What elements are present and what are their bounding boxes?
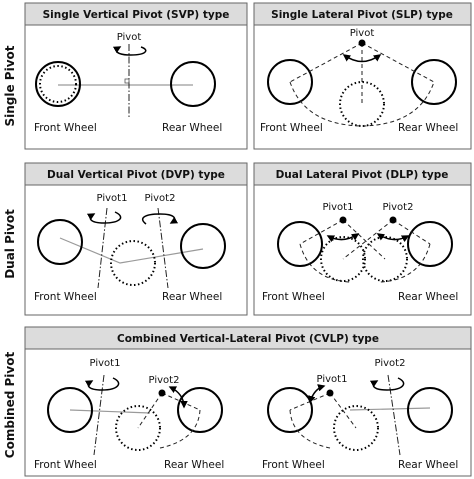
pivot1-label: Pivot1 (90, 358, 121, 369)
front-wheel (277, 221, 323, 267)
row-label-single: Single Pivot (3, 45, 17, 126)
front-wheel-dotted (39, 65, 77, 103)
front-wheel (267, 59, 313, 105)
rear-wheel-label: Rear Wheel (398, 291, 458, 303)
panel-title-dvp: Dual Vertical Pivot (DVP) type (47, 169, 225, 181)
front-wheel-label: Front Wheel (34, 291, 97, 303)
rear-wheel (411, 59, 457, 105)
front-wheel-label: Front Wheel (34, 459, 97, 471)
rear-wheel (407, 221, 453, 267)
rotation-arrow-1 (326, 233, 360, 243)
front-wheel (37, 219, 83, 265)
rear-wheel-label: Rear Wheel (164, 459, 224, 471)
rotation-arrow-2 (376, 233, 410, 243)
panel-title-cvlp: Combined Vertical-Lateral Pivot (CVLP) t… (117, 333, 379, 345)
row-label-combined: Combined Pivot (3, 352, 17, 459)
rear-wheel (180, 223, 226, 269)
rotation-arrow-2 (141, 213, 179, 225)
rotation-arrow-2 (168, 386, 188, 409)
swing-link (137, 392, 163, 429)
front-wheel (35, 61, 81, 107)
pivot1-label: Pivot1 (317, 374, 348, 385)
front-wheel (47, 387, 93, 433)
front-wheel-label: Front Wheel (262, 291, 325, 303)
pivot-label: Pivot (350, 28, 375, 39)
pivot2-point (389, 216, 397, 224)
axle-line (69, 409, 151, 414)
panel-dlp: Dual Lateral Pivot (DLP) type Pivot1 Piv… (253, 162, 472, 316)
panel-slp: Single Lateral Pivot (SLP) type Pivot Fr… (253, 2, 472, 150)
rotation-arrow (112, 46, 147, 56)
middle-wheel-dotted (110, 240, 156, 286)
rear-wheel (170, 61, 216, 107)
swing-path (289, 81, 435, 127)
pivot2-label: Pivot2 (145, 193, 176, 204)
lowered-wheel-dotted (339, 81, 385, 127)
pivot2-axis (387, 374, 401, 456)
rotation-arrow (342, 54, 382, 63)
pivot-point (358, 39, 366, 47)
rotation-arrow-1 (84, 377, 120, 391)
cvlp-left: Pivot1 Pivot2 Front Wheel Rear Wheel (34, 358, 224, 471)
middle-wheel-dotted-1 (320, 236, 366, 282)
rear-wheel-label: Rear Wheel (398, 122, 458, 134)
row-label-dual: Dual Pivot (3, 209, 17, 279)
cvlp-right: Pivot1 Pivot2 Front Wheel Rear Wheel (262, 358, 458, 471)
rear-wheel-label: Rear Wheel (162, 122, 222, 134)
pivot1-point (339, 216, 347, 224)
pivot2-point (158, 389, 166, 397)
pivot1-axis (97, 207, 108, 289)
rear-wheel (177, 387, 223, 433)
swing-link (329, 392, 357, 429)
swing-link (392, 219, 431, 245)
front-wheel-label: Front Wheel (34, 122, 97, 134)
middle-wheel-dotted-2 (362, 236, 408, 282)
rear-wheel-label: Rear Wheel (398, 459, 458, 471)
middle-wheel-dotted (333, 405, 379, 451)
rear-wheel-label: Rear Wheel (162, 291, 222, 303)
middle-wheel-dotted (115, 405, 161, 451)
panel-title-slp: Single Lateral Pivot (SLP) type (271, 9, 453, 21)
pivot-label: Pivot (117, 32, 142, 43)
swing-link (342, 219, 394, 260)
panel-cvlp: Combined Vertical-Lateral Pivot (CVLP) t… (24, 326, 472, 477)
axle-line (59, 237, 204, 264)
pivot2-label: Pivot2 (149, 375, 180, 386)
rotation-arrow-1 (308, 384, 326, 404)
pivot1-axis (93, 374, 105, 456)
panel-dvp: Dual Vertical Pivot (DVP) type Pivot1 Pi… (24, 162, 248, 316)
right-angle-mark (124, 78, 130, 84)
panel-title-svp: Single Vertical Pivot (SVP) type (43, 9, 230, 21)
swing-link (342, 219, 386, 260)
rotation-arrow-1 (86, 211, 122, 224)
pivot1-label: Pivot1 (323, 202, 354, 213)
pivot1-point (326, 389, 334, 397)
rear-wheel (407, 387, 453, 433)
front-wheel-label: Front Wheel (260, 122, 323, 134)
pivot2-axis (157, 207, 169, 289)
pivot2-label: Pivot2 (383, 202, 414, 213)
swing-link (299, 219, 344, 245)
pivot2-label: Pivot2 (375, 358, 406, 369)
panel-title-dlp: Dual Lateral Pivot (DLP) type (276, 169, 449, 181)
pivot1-label: Pivot1 (97, 193, 128, 204)
axle-line (349, 407, 431, 411)
front-wheel (267, 387, 313, 433)
rotation-arrow-2 (369, 377, 405, 391)
front-wheel-label: Front Wheel (262, 459, 325, 471)
panel-svp: Single Vertical Pivot (SVP) type Pivot F… (24, 2, 248, 150)
